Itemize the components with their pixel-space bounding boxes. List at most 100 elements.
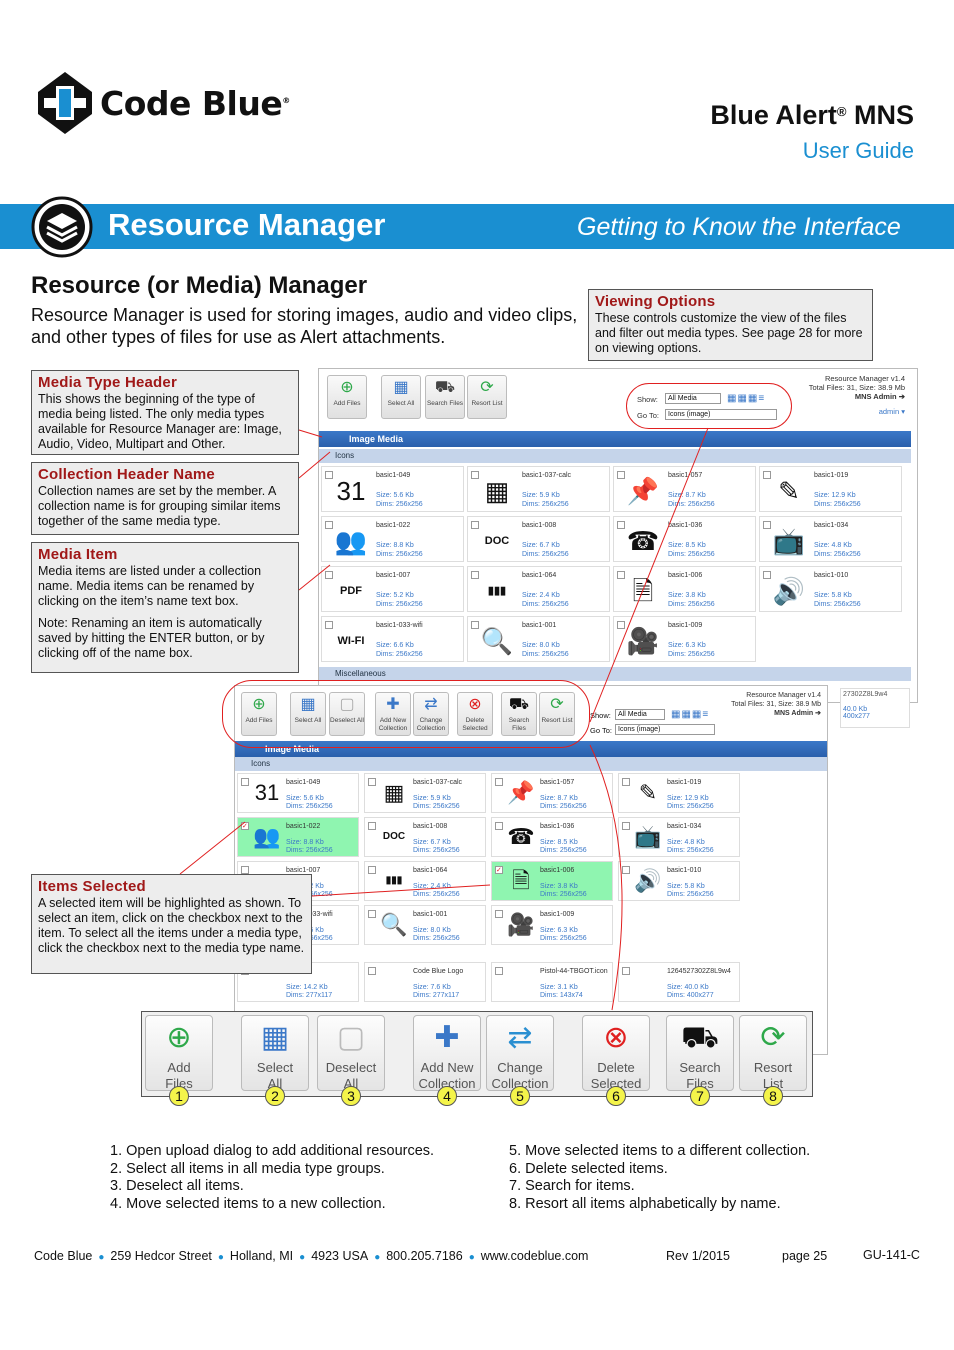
media-type-header[interactable]: Image Media: [235, 741, 827, 757]
item-checkbox[interactable]: [368, 866, 376, 874]
collection-header[interactable]: Icons: [319, 449, 911, 463]
item-checkbox[interactable]: [763, 571, 771, 579]
item-name-input[interactable]: basic1-010: [814, 572, 849, 579]
show-select[interactable]: All Media: [615, 709, 665, 720]
item-name-input[interactable]: basic1-064: [413, 867, 448, 874]
item-name-input[interactable]: basic1-006: [540, 867, 575, 874]
item-checkbox[interactable]: ✓: [495, 866, 503, 874]
item-name-input[interactable]: basic1-036: [668, 522, 703, 529]
item-name-input[interactable]: basic1-049: [376, 472, 411, 479]
item-checkbox[interactable]: [241, 778, 249, 786]
item-checkbox[interactable]: [471, 571, 479, 579]
goto-select[interactable]: Icons (image): [615, 724, 715, 735]
item-checkbox[interactable]: [495, 967, 503, 975]
item-name-input[interactable]: basic1-057: [540, 779, 575, 786]
item-checkbox[interactable]: [495, 822, 503, 830]
add-files-button[interactable]: ⊕Add Files: [327, 375, 367, 419]
item-name-input[interactable]: basic1-033-wifi: [376, 622, 423, 629]
item-checkbox[interactable]: [622, 778, 630, 786]
collection-header-misc[interactable]: Miscellaneous: [319, 667, 911, 681]
item-checkbox[interactable]: [241, 866, 249, 874]
item-name-input[interactable]: basic1-008: [522, 522, 557, 529]
change-collection-button[interactable]: ⇄Change Collection: [413, 692, 449, 736]
item-name-input[interactable]: basic1-057: [668, 472, 703, 479]
show-select[interactable]: All Media: [665, 393, 721, 404]
item-checkbox[interactable]: [763, 471, 771, 479]
collection-header[interactable]: Icons: [235, 757, 827, 771]
item-checkbox[interactable]: [763, 521, 771, 529]
item-checkbox[interactable]: [368, 822, 376, 830]
item-name-input[interactable]: basic1-006: [668, 572, 703, 579]
item-checkbox[interactable]: [471, 471, 479, 479]
view-mode-icons[interactable]: ▦▦▦≡: [727, 393, 766, 404]
search-files-button[interactable]: ⛟Search Files: [425, 375, 465, 419]
resort-list-button[interactable]: ⟳Resort List: [467, 375, 507, 419]
select-all-button[interactable]: ▦Select All: [290, 692, 326, 736]
item-checkbox[interactable]: [495, 778, 503, 786]
item-checkbox[interactable]: [471, 621, 479, 629]
item-checkbox[interactable]: [325, 471, 333, 479]
item-name-input[interactable]: basic1-064: [522, 572, 557, 579]
delete-selected-button[interactable]: ⊗Delete Selected: [457, 692, 493, 736]
item-name-input[interactable]: basic1-001: [522, 622, 557, 629]
item-name-input[interactable]: Code Blue Logo: [413, 968, 464, 975]
item-checkbox[interactable]: [325, 621, 333, 629]
item-name-input[interactable]: Pistol-44-TBGOT.icon: [540, 968, 608, 975]
item-checkbox[interactable]: [368, 778, 376, 786]
add-collection-button[interactable]: ✚Add New Collection: [375, 692, 411, 736]
item-checkbox[interactable]: [622, 866, 630, 874]
item-checkbox[interactable]: [325, 571, 333, 579]
item-name-input[interactable]: basic1-009: [540, 911, 575, 918]
item-name-input[interactable]: basic1-008: [413, 823, 448, 830]
view-mode-icons[interactable]: ▦▦▦≡: [671, 709, 710, 720]
item-checkbox[interactable]: [368, 910, 376, 918]
item-name-input[interactable]: basic1-007: [376, 572, 411, 579]
item-name-input[interactable]: basic1-001: [413, 911, 448, 918]
item-checkbox[interactable]: [617, 471, 625, 479]
item-checkbox[interactable]: [622, 822, 630, 830]
item-name-input[interactable]: basic1-010: [667, 867, 702, 874]
item-name-input[interactable]: basic1-037-calc: [522, 472, 572, 479]
item-name-input[interactable]: basic1-049: [286, 779, 321, 786]
deselect-all-button[interactable]: ▢Deselect All: [329, 692, 365, 736]
item-name-input[interactable]: basic1-037-calc: [413, 779, 463, 786]
item-checkbox[interactable]: [617, 521, 625, 529]
item-name-input[interactable]: basic1-022: [376, 522, 411, 529]
item-checkbox[interactable]: [622, 967, 630, 975]
item-checkbox[interactable]: [325, 521, 333, 529]
item-name-input[interactable]: basic1-022: [286, 823, 321, 830]
item-name-input[interactable]: basic1-034: [814, 522, 849, 529]
item-checkbox[interactable]: [617, 621, 625, 629]
